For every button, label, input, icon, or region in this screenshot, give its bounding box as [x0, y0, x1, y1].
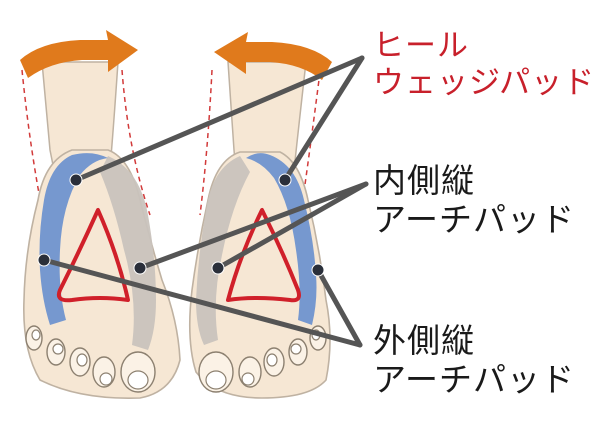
medial-arch-label-line2: アーチパッド	[373, 199, 576, 239]
right-foot	[188, 32, 332, 399]
right-arch-outline	[226, 208, 301, 303]
medial-arch-pad-label: 内側縦 アーチパッド	[373, 161, 576, 240]
left-foot	[20, 30, 181, 399]
leader-heel-left	[73, 55, 365, 183]
heel-wedge-label-line1: ヒール	[373, 28, 469, 64]
right-leg-dashed-outline-right	[299, 71, 321, 221]
right-leg-dashed-outline	[199, 69, 213, 216]
right-rotation-arrow-icon	[214, 32, 332, 80]
medial-arch-label-line1: 内側縦	[373, 161, 475, 200]
left-arch-outline	[56, 208, 130, 303]
left-leg-dashed-outline-right	[121, 69, 151, 216]
heel-wedge-label-line2: ウェッジパッド	[373, 64, 591, 101]
left-leg-dashed-outline	[21, 69, 45, 221]
left-toenails	[31, 329, 149, 390]
lateral-arch-pad-label: 外側縦 アーチパッド	[373, 321, 576, 400]
left-heel-wedge-pad	[39, 153, 108, 325]
leader-medial-left	[137, 181, 369, 271]
lateral-arch-label-line1: 外側縦	[373, 321, 475, 360]
heel-wedge-pad-label: ヒール ウェッジパッド	[373, 28, 591, 101]
left-medial-arch-pad	[100, 156, 156, 350]
leader-medial-right	[215, 181, 369, 271]
lateral-arch-label-line2: アーチパッド	[373, 359, 576, 399]
right-medial-arch-pad	[196, 156, 250, 345]
leader-lateral-right	[315, 267, 363, 348]
leader-lines	[41, 55, 369, 348]
leader-lateral-left	[41, 257, 363, 348]
leader-dots	[37, 173, 325, 277]
left-rotation-arrow-icon	[20, 30, 138, 78]
leader-heel-right	[282, 55, 365, 183]
right-heel-wedge-pad	[246, 153, 317, 325]
